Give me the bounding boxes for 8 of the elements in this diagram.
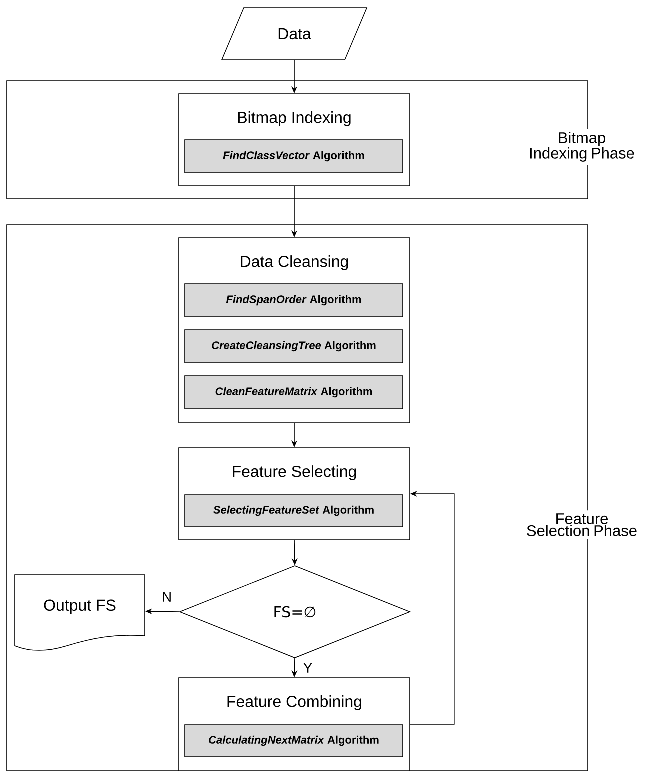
edge-label: Y <box>302 662 314 674</box>
algorithm-bar: CleanFeatureMatrix Algorithm <box>184 376 404 410</box>
edge-label: N <box>160 591 174 603</box>
algorithm-bar: CreateCleansingTree Algorithm <box>184 330 404 364</box>
algorithm-bar: SelectingFeatureSet Algorithm <box>184 494 404 528</box>
algorithm-bar: FindClassVector Algorithm <box>184 140 404 174</box>
algorithm-bar: CalculatingNextMatrix Algorithm <box>184 724 404 758</box>
algorithm-bar: FindSpanOrder Algorithm <box>184 284 404 318</box>
